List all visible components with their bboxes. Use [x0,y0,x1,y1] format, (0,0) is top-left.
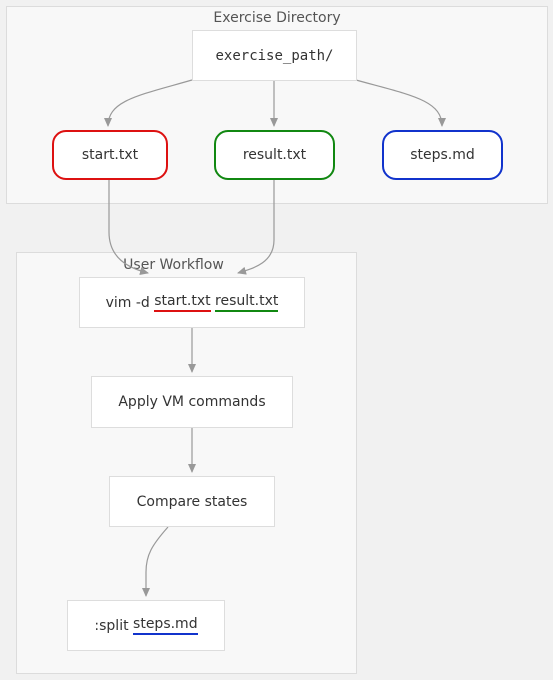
vim-diff-start-ref: start.txt [154,293,211,312]
apply-vm-commands-node[interactable]: Apply VM commands [91,376,293,428]
split-steps-node[interactable]: :split steps.md [67,600,225,651]
compare-states-label: Compare states [136,493,248,510]
steps-md-label: steps.md [410,147,475,163]
vim-diff-node[interactable]: vim -d start.txt result.txt [79,277,305,328]
compare-states-node[interactable]: Compare states [109,476,275,527]
start-txt-label: start.txt [81,147,139,163]
split-prefix: :split [94,617,129,634]
result-txt-node[interactable]: result.txt [214,130,335,180]
start-txt-node[interactable]: start.txt [52,130,168,180]
result-txt-label: result.txt [242,147,307,163]
exercise-directory-title: Exercise Directory [213,10,341,26]
exercise-path-label: exercise_path/ [215,47,334,64]
split-steps-ref: steps.md [133,616,198,635]
apply-vm-commands-label: Apply VM commands [118,394,266,410]
vim-diff-prefix: vim -d [105,294,150,311]
exercise-path-node[interactable]: exercise_path/ [192,30,357,81]
edge-result-to-vim [237,180,275,275]
vim-diff-result-ref: result.txt [215,293,279,312]
edge-exercise-path-to-start [104,79,193,127]
steps-md-node[interactable]: steps.md [382,130,503,180]
edge-compare-to-split [142,526,169,597]
edge-exercise-path-to-steps [355,79,446,127]
edge-start-to-vim [108,180,149,275]
